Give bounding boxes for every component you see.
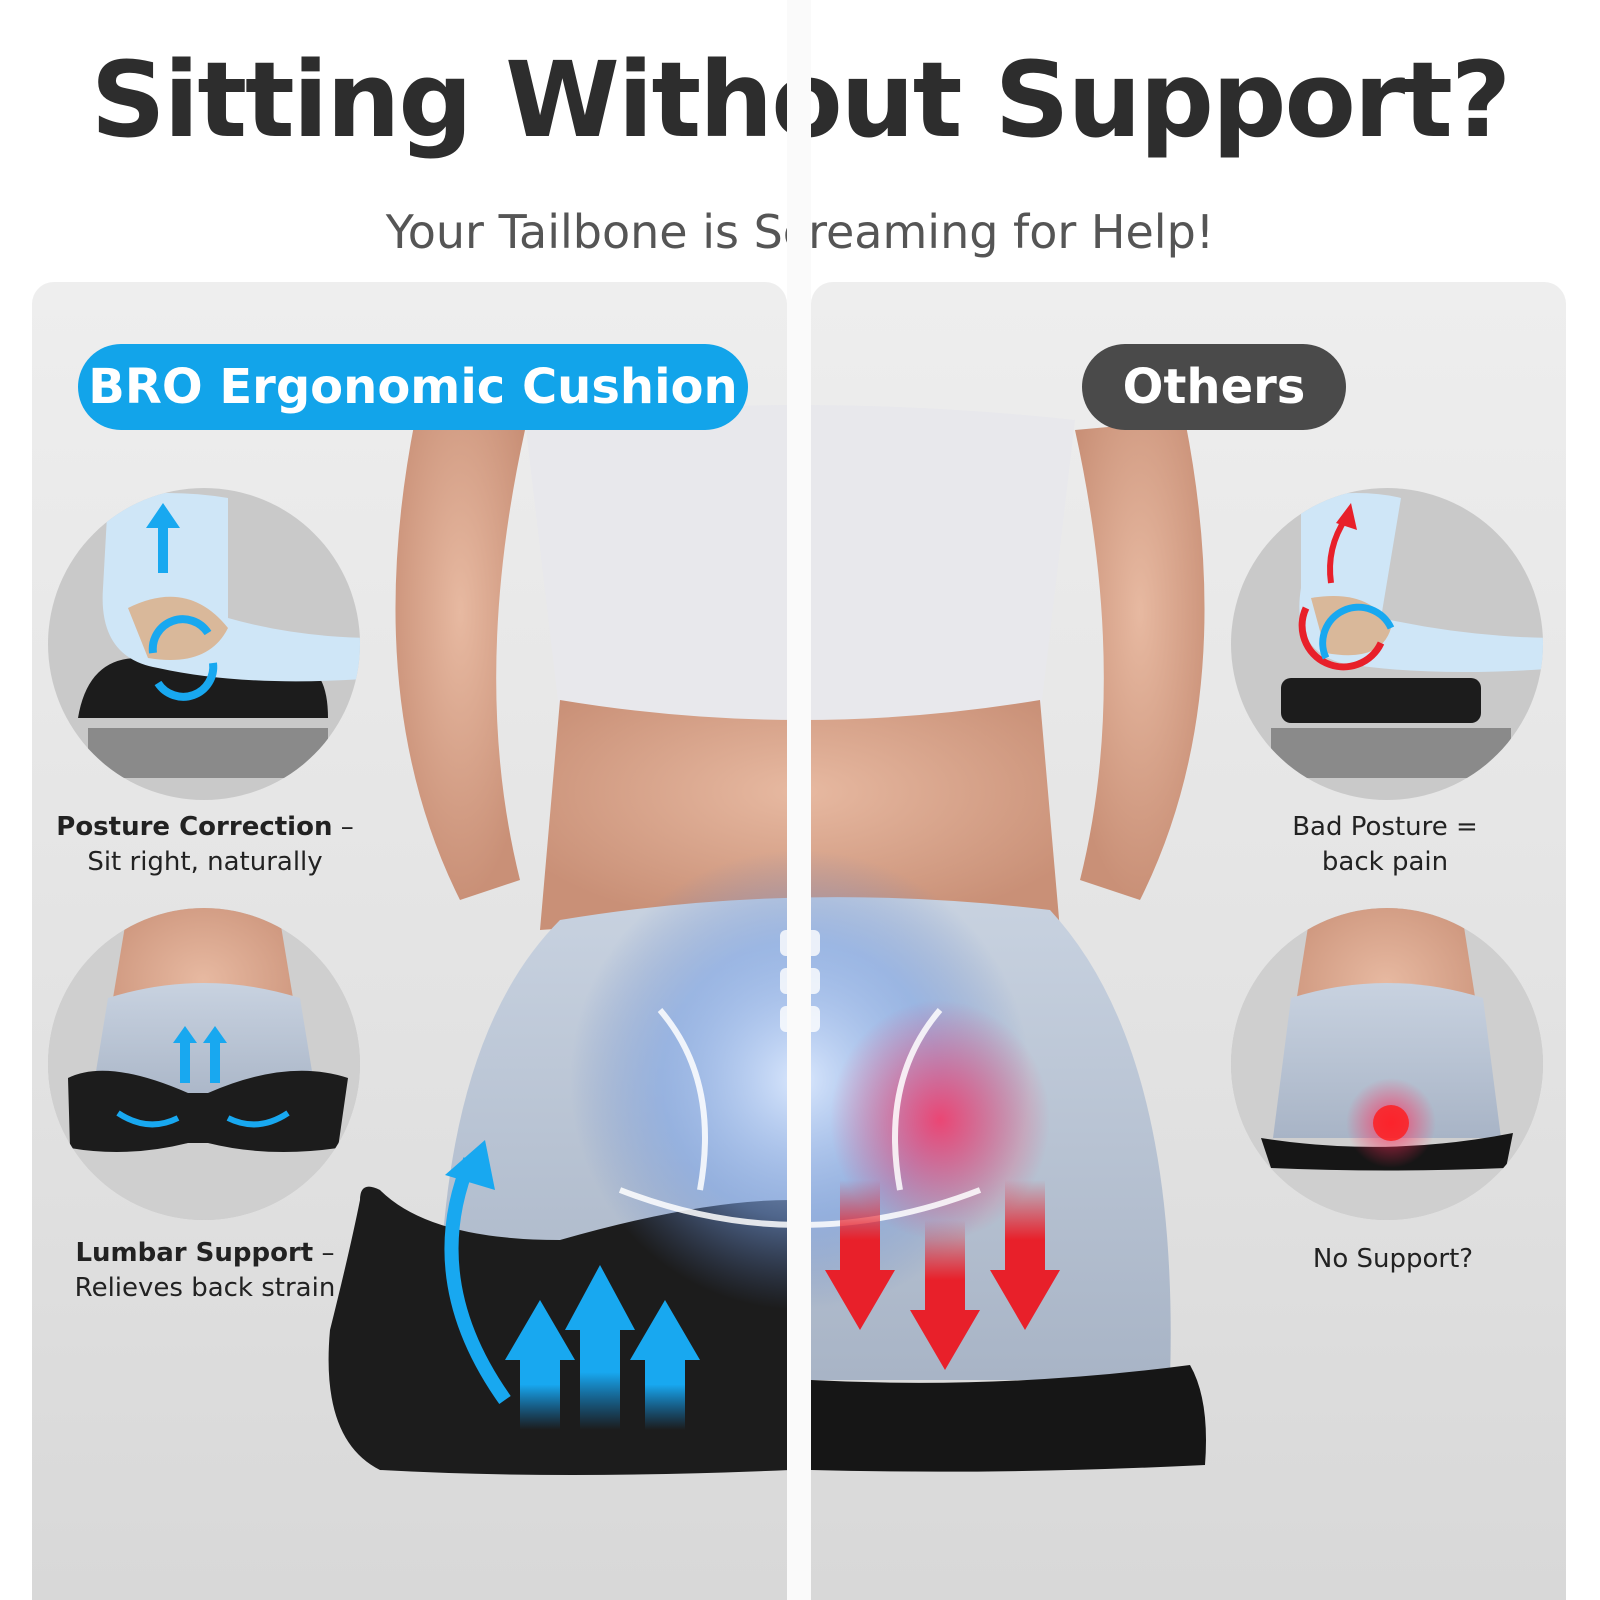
down-arrow-icon (825, 1180, 1060, 1370)
caption-dash: – (313, 1238, 335, 1268)
no-support-illustration (1231, 908, 1543, 1220)
caption-line: No Support? (1312, 1244, 1474, 1274)
up-arrow-icon (505, 1265, 700, 1430)
posture-correction-caption: Posture Correction – Sit right, naturall… (40, 810, 370, 880)
caption-dash: – (332, 812, 354, 842)
caption-line: Bad Posture = (1292, 812, 1478, 842)
bad-posture-caption: Bad Posture = back pain (1220, 810, 1550, 880)
caption-text: Relieves back strain (74, 1273, 336, 1304)
posture-correction-illustration (48, 488, 360, 800)
no-support-caption: No Support? (1228, 1242, 1558, 1277)
caption-title: Lumbar Support (75, 1238, 314, 1268)
caption-text: Sit right, naturally (87, 847, 323, 878)
caption-title: Posture Correction (56, 812, 333, 842)
rotate-icon (148, 615, 218, 701)
bro-cushion-badge: BRO Ergonomic Cushion (78, 344, 748, 430)
others-badge: Others (1082, 344, 1346, 430)
lumbar-support-illustration (48, 908, 360, 1220)
panel-divider (787, 0, 811, 1600)
bad-posture-illustration (1231, 488, 1543, 800)
lumbar-support-caption: Lumbar Support – Relieves back strain (40, 1236, 370, 1306)
caption-line: back pain (1321, 847, 1449, 878)
